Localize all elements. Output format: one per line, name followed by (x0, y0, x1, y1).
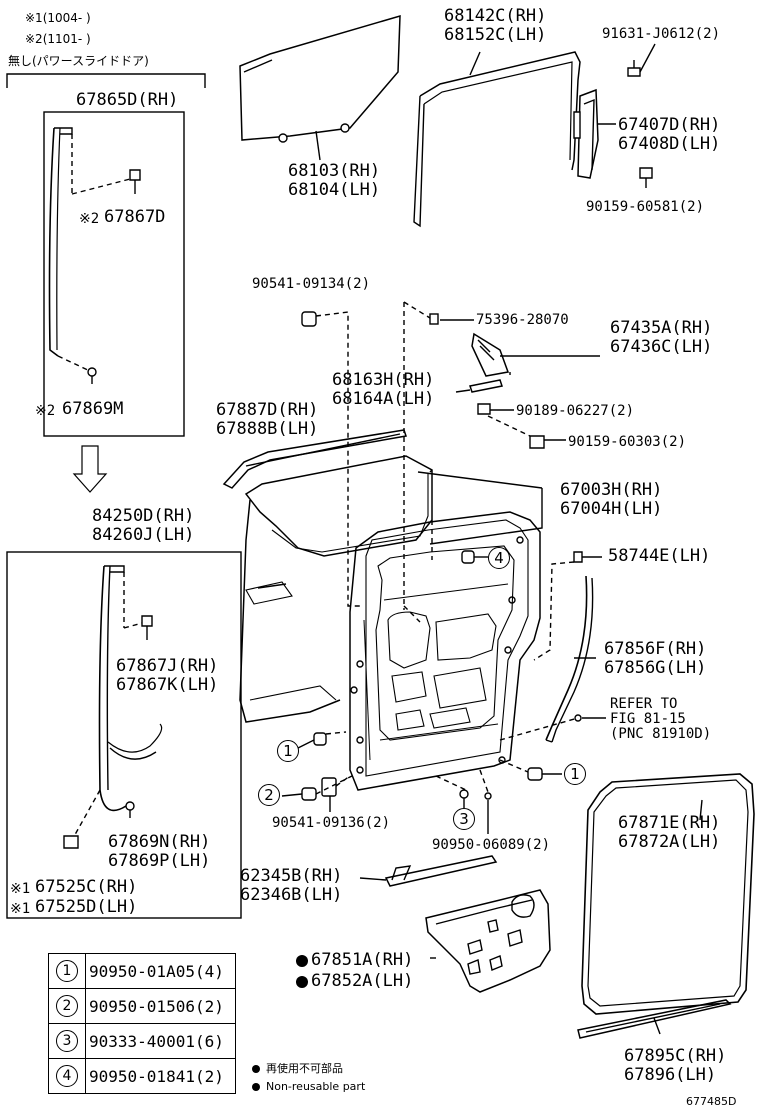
legend-row: 4 90950-01841(2) (48, 1058, 236, 1094)
mark-67525D: ※1 (10, 901, 31, 917)
label-67869P: 67869P(LH) (108, 851, 211, 871)
refer-line-3: (PNC 81910D) (610, 726, 712, 742)
label-67869N: 67869N(RH) (108, 832, 211, 852)
legend-table: 1 90950-01A05(4) 2 90950-01506(2) 3 9033… (48, 953, 236, 1094)
label-67435A: 67435A(RH) (610, 318, 713, 338)
label-68164A: 68164A(LH) (332, 389, 435, 409)
footnote-jp: 再使用不可部品 (266, 1062, 343, 1075)
label-67888B: 67888B(LH) (216, 419, 319, 439)
label-67896: 67896(LH) (624, 1065, 717, 1085)
legend-key: 2 (56, 995, 78, 1017)
callout-4: 4 (488, 547, 510, 569)
footnote-bullet (252, 1083, 260, 1091)
label-68103: 68103(RH) (288, 161, 381, 181)
label-62345B: 62345B(RH) (240, 866, 343, 886)
mark-67867D: ※2 (79, 211, 100, 227)
footnote-bullet (252, 1065, 260, 1073)
label-62346B: 62346B(LH) (240, 885, 343, 905)
label-67525D: 67525D(LH) (35, 897, 138, 917)
label-90950-06089: 90950-06089(2) (432, 837, 551, 853)
callout-1: 1 (277, 740, 299, 762)
mark-67525C: ※1 (10, 881, 31, 897)
callout-1: 1 (564, 763, 586, 785)
refer-line-2: FIG 81-15 (610, 711, 686, 727)
label-68163H: 68163H(RH) (332, 370, 435, 390)
legend-row: 2 90950-01506(2) (48, 988, 236, 1024)
without-power-slide-note: 無し(パワースライドドア) (8, 54, 149, 68)
label-68142C: 68142C(RH) (444, 6, 547, 26)
legend-part: 90950-01A05(4) (85, 953, 236, 989)
legend-part: 90950-01506(2) (85, 988, 236, 1024)
label-67856G: 67856G(LH) (604, 658, 707, 678)
legend-row: 3 90333-40001(6) (48, 1023, 236, 1059)
label-67895C: 67895C(RH) (624, 1046, 727, 1066)
non-reusable-mark (296, 955, 308, 967)
label-67869M: 67869M (62, 399, 124, 419)
label-90541-09134: 90541-09134(2) (252, 276, 371, 292)
label-84260J: 84260J(LH) (92, 525, 195, 545)
label-67004H: 67004H(LH) (560, 499, 663, 519)
label-67407D: 67407D(RH) (618, 115, 721, 135)
label-67867K: 67867K(LH) (116, 675, 219, 695)
label-90541-09136: 90541-09136(2) (272, 815, 391, 831)
label-67408D: 67408D(LH) (618, 134, 721, 154)
refer-line-1: REFER TO (610, 696, 678, 712)
callout-3: 3 (453, 808, 475, 830)
label-84250D: 84250D(RH) (92, 506, 195, 526)
label-91631: 91631-J0612(2) (602, 26, 721, 42)
label-67856F: 67856F(RH) (604, 639, 707, 659)
label-67867J: 67867J(RH) (116, 656, 219, 676)
footnote-en: Non-reusable part (266, 1080, 366, 1093)
legend-key: 4 (56, 1065, 78, 1087)
legend-part: 90950-01841(2) (85, 1058, 236, 1094)
mark-67869M: ※2 (35, 403, 56, 419)
non-reusable-mark (296, 976, 308, 988)
label-67525C: 67525C(RH) (35, 877, 138, 897)
label-75396: 75396-28070 (476, 312, 569, 328)
label-90159-60581: 90159-60581(2) (586, 199, 705, 215)
callout-2: 2 (258, 784, 280, 806)
legend-part: 90333-40001(6) (85, 1023, 236, 1059)
label-67865D: 67865D(RH) (76, 90, 179, 110)
label-58744E: 58744E(LH) (608, 546, 711, 566)
label-90159-60303: 90159-60303(2) (568, 434, 687, 450)
legend-key: 3 (56, 1030, 78, 1052)
label-68104: 68104(LH) (288, 180, 381, 200)
label-67851A: 67851A(RH) (311, 950, 414, 970)
label-67887D: 67887D(RH) (216, 400, 319, 420)
label-67872A: 67872A(LH) (618, 832, 721, 852)
label-90189: 90189-06227(2) (516, 403, 635, 419)
label-67436C: 67436C(LH) (610, 337, 713, 357)
period-note-1: ※1(1004- ) (25, 11, 91, 25)
label-67871E: 67871E(RH) (618, 813, 721, 833)
label-67867D: 67867D (104, 207, 166, 227)
label-67003H: 67003H(RH) (560, 480, 663, 500)
figure-id: 677485D (686, 1095, 737, 1108)
label-68152C: 68152C(LH) (444, 25, 547, 45)
legend-key: 1 (56, 960, 78, 982)
down-arrow-icon (72, 445, 108, 493)
period-note-2: ※2(1101- ) (25, 32, 91, 46)
legend-row: 1 90950-01A05(4) (48, 953, 236, 989)
label-67852A: 67852A(LH) (311, 971, 414, 991)
